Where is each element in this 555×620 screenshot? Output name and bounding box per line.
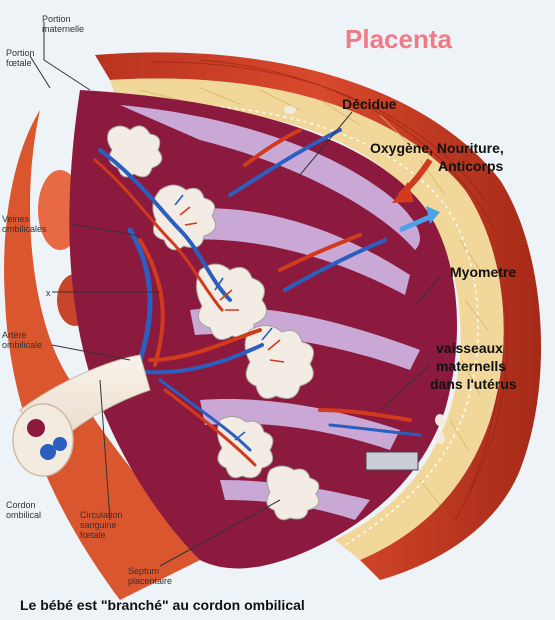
cord-cross-section xyxy=(12,403,74,477)
leader-lines xyxy=(29,22,441,567)
label-myometre: Myometre xyxy=(450,264,517,280)
label-vaisseaux-line1: vaisseaux xyxy=(436,340,503,356)
diagram-caption: Le bébé est "branché" au cordon ombilica… xyxy=(20,597,305,613)
nutrient-arrow-head xyxy=(392,182,414,203)
label-veines-ombilicales: Veines ombilicales xyxy=(2,214,47,234)
waste-arrow-head xyxy=(426,206,440,224)
label-septum: Septum placentaire xyxy=(128,566,173,586)
label-vaisseaux-line2: maternells xyxy=(436,358,507,374)
basal-plate-line xyxy=(129,103,479,546)
label-decidue: Décidue xyxy=(342,96,397,112)
villus-capillaries xyxy=(179,206,285,363)
blood-vessels xyxy=(93,128,422,467)
label-circulation: Circulation sanguine fœtale xyxy=(80,510,123,540)
umbilical-vein-section xyxy=(40,444,56,460)
label-oxygene-line2: Anticorps xyxy=(438,158,504,174)
label-portion-foetale: Portion fœtale xyxy=(6,48,35,68)
uterine-vessel-section xyxy=(435,414,445,426)
uterine-vessel-section xyxy=(435,432,445,444)
uterine-vessel-section xyxy=(284,106,296,114)
umbilical-artery-section xyxy=(27,419,45,437)
chorionic-plate xyxy=(4,110,200,600)
label-oxygene-line1: Oxygène, Nouriture, xyxy=(370,140,504,156)
umbilical-vein-section xyxy=(53,437,67,451)
label-artere-ombilicale: Artère ombilicale xyxy=(2,330,43,350)
page-title: Placenta xyxy=(345,24,452,54)
decidua-texture xyxy=(139,87,489,506)
waste-arrow xyxy=(398,213,434,233)
villus-venules xyxy=(174,194,273,441)
label-portion-maternelle: Portion maternelle xyxy=(42,14,85,34)
label-vaisseaux-line3: dans l'utérus xyxy=(430,376,517,392)
placeholder-label-box xyxy=(365,451,419,471)
label-x: x xyxy=(46,288,51,298)
label-cordon-ombilical: Cordon ombilical xyxy=(6,500,42,520)
